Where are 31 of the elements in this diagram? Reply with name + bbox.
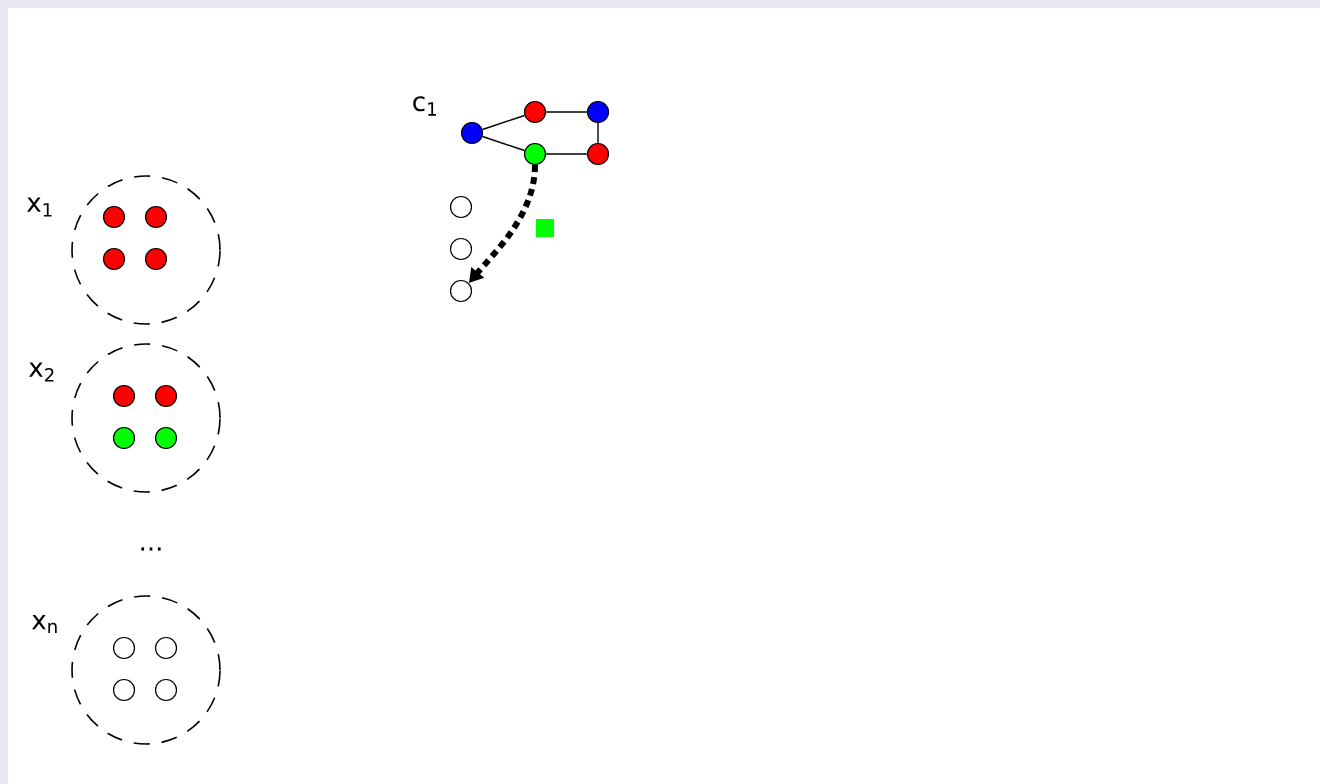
set-label: x$_{n}$ [32, 615, 57, 633]
dot [586, 142, 610, 166]
graph-edge [545, 111, 588, 113]
dot [460, 121, 484, 145]
ellipsis: ... [141, 547, 161, 551]
hollow-circle [449, 237, 473, 261]
hollow-circle [154, 636, 178, 660]
hollow-circle [112, 678, 136, 702]
graph-edge [545, 153, 588, 155]
dot [102, 247, 126, 271]
hollow-circle [449, 195, 473, 219]
dot [102, 205, 126, 229]
dot [112, 384, 136, 408]
graph-label: c$_{1}$ [413, 96, 436, 116]
dot [144, 205, 168, 229]
hollow-circle [449, 279, 473, 303]
set-label: x$_{2}$ [29, 362, 54, 382]
dot [523, 100, 547, 124]
graph-edge [481, 114, 526, 131]
dot [523, 142, 547, 166]
square-marker [536, 219, 554, 237]
dot [154, 384, 178, 408]
set-label: x$_{1}$ [27, 197, 52, 217]
graph-edge [481, 135, 526, 152]
dot [112, 426, 136, 450]
dot [144, 247, 168, 271]
hollow-circle [154, 678, 178, 702]
graph-edge [597, 122, 599, 144]
dot [586, 100, 610, 124]
hollow-circle [112, 636, 136, 660]
dot [154, 426, 178, 450]
